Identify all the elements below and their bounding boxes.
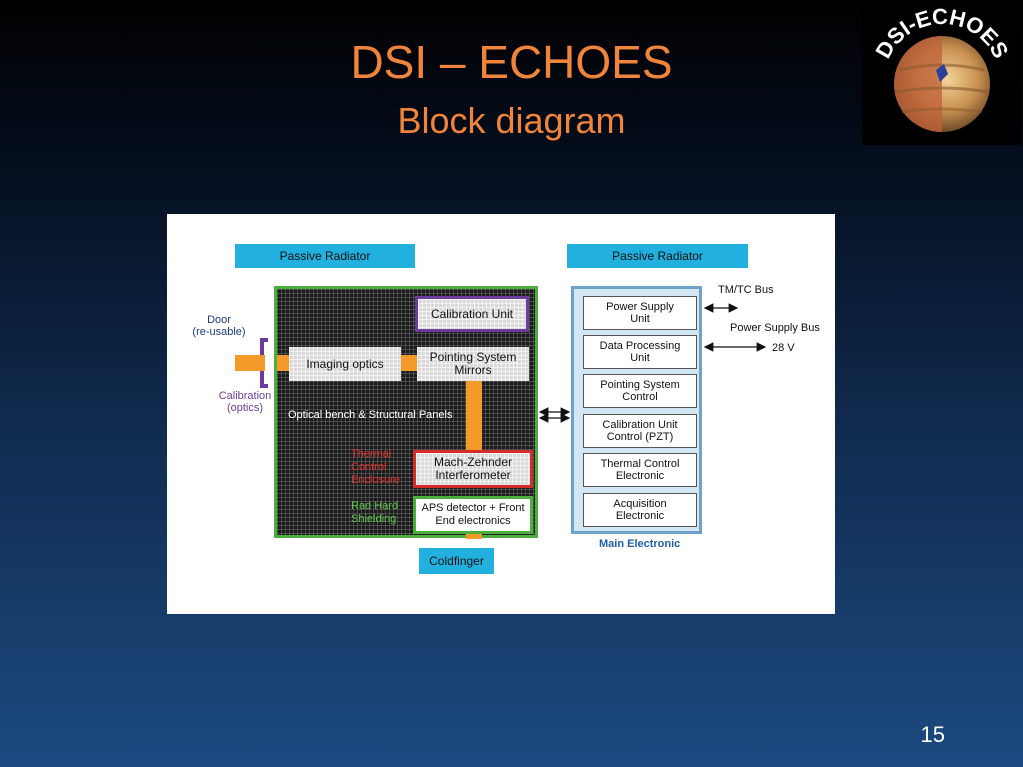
page-number: 15	[920, 722, 945, 747]
beam-path-vertical	[466, 381, 482, 451]
slide-title: DSI – ECHOES	[350, 36, 673, 88]
calibration-label: Calibration (optics)	[218, 390, 272, 414]
passive-radiator-left: Passive Radiator	[235, 244, 415, 268]
door-label: Door (re-usable)	[192, 314, 246, 338]
power-supply-bus-label: Power Supply Bus	[730, 322, 820, 334]
optical-bench-label: Optical bench & Structural Panels	[288, 409, 453, 421]
block-diagram: Passive Radiator Passive Radiator Door (…	[167, 214, 835, 614]
tmtc-bus-label: TM/TC Bus	[718, 284, 774, 296]
slide-subtitle: Block diagram	[397, 100, 626, 141]
thermal-control-label: Thermal Control Enclosure	[351, 448, 400, 486]
passive-radiator-right: Passive Radiator	[567, 244, 748, 268]
calibration-unit: Calibration Unit	[415, 296, 529, 332]
aps-detector: APS detector + Front End electronics	[413, 496, 533, 534]
coldfinger: Coldfinger	[419, 548, 494, 574]
main-electronic-label: Main Electronic	[599, 538, 681, 550]
mach-zehnder-interferometer: Mach-Zehnder Interferometer	[413, 450, 533, 488]
instrument-panel: Calibration Unit Imaging optics Pointing…	[274, 286, 538, 539]
dsi-echoes-logo: DSI-ECHOES	[862, 0, 1022, 145]
incoming-beam	[235, 355, 265, 371]
voltage-label: 28 V	[772, 342, 795, 354]
imaging-optics: Imaging optics	[289, 347, 401, 381]
pointing-system-mirrors: Pointing System Mirrors	[417, 347, 529, 381]
rad-hard-shielding-label: Rad Hard Shielding	[351, 500, 399, 525]
